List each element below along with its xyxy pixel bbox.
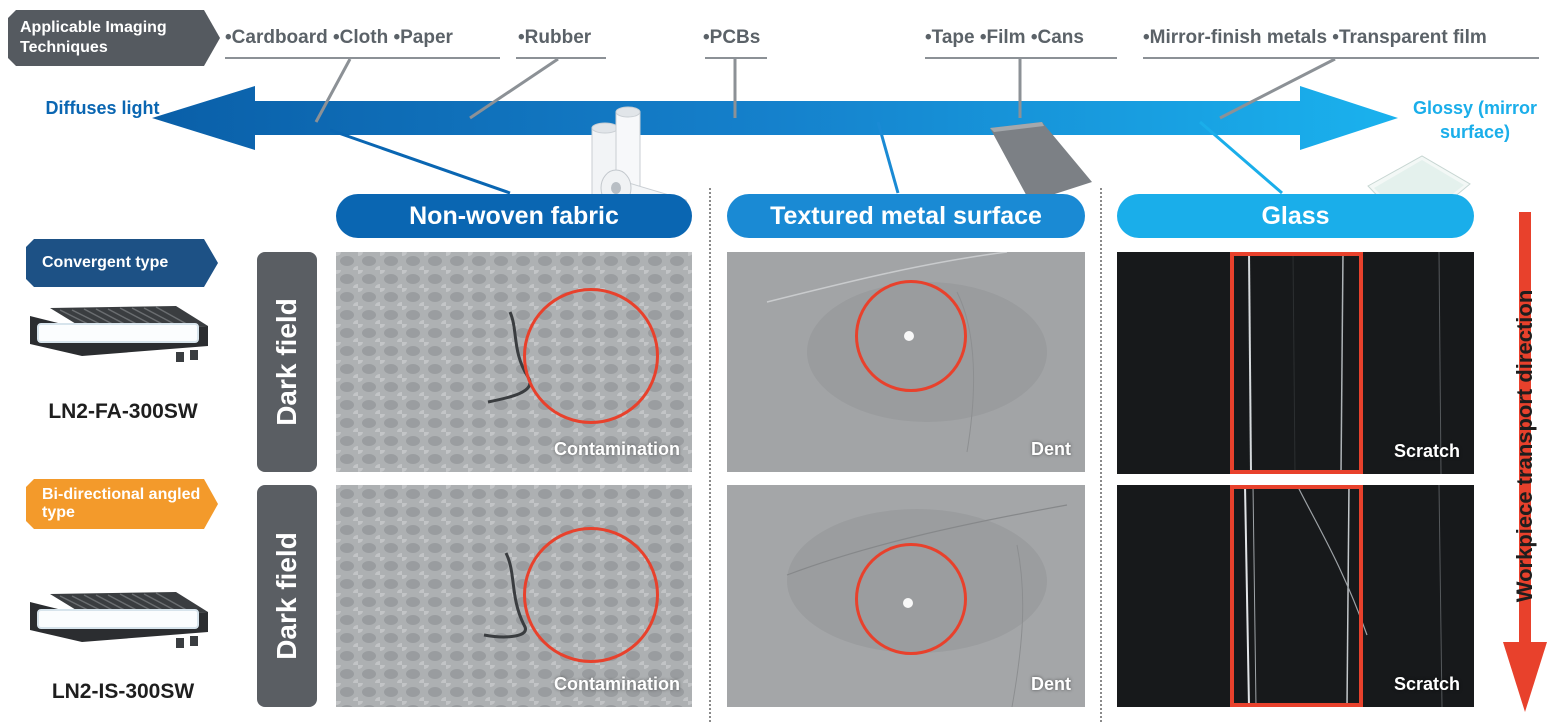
material-label-tape: •Tape •Film •Cans bbox=[925, 27, 1084, 48]
sample-image-metal: Dent bbox=[727, 252, 1085, 472]
glossy-label: Glossy (mirror surface) bbox=[1412, 98, 1538, 142]
sample-image-glass: Scratch bbox=[1117, 485, 1474, 707]
category-glass: Glass bbox=[1117, 194, 1474, 238]
sample-image-glass: Scratch bbox=[1117, 252, 1474, 474]
material-label-pcbs: •PCBs bbox=[703, 27, 761, 48]
defect-label: Scratch bbox=[1393, 674, 1460, 694]
material-label-rubber: •Rubber bbox=[518, 27, 592, 48]
sample-image-fabric: Contamination bbox=[336, 485, 692, 707]
material-underline bbox=[925, 57, 1117, 59]
transport-direction-arrow bbox=[1503, 212, 1547, 712]
defect-label: Scratch bbox=[1393, 441, 1460, 461]
material-underline bbox=[516, 57, 606, 59]
material-underline bbox=[1143, 57, 1539, 59]
techniques-badge: Applicable Imaging Techniques bbox=[8, 10, 220, 66]
column-divider bbox=[1100, 188, 1102, 722]
column-divider bbox=[709, 188, 711, 722]
illumination-label: Dark field bbox=[257, 252, 317, 472]
category-nonwoven-fabric: Non-woven fabric bbox=[336, 194, 692, 238]
material-label-cardboard: •Cardboard •Cloth •Paper bbox=[225, 27, 453, 48]
model-name: LN2-FA-300SW bbox=[48, 400, 198, 423]
metal-plate-icon bbox=[990, 122, 1092, 202]
diffuses-light-label: Diffuses light bbox=[45, 98, 160, 118]
defect-label: Dent bbox=[1031, 439, 1071, 459]
sample-image-fabric: Contamination bbox=[336, 252, 692, 472]
illumination-label: Dark field bbox=[257, 485, 317, 707]
defect-label: Contamination bbox=[554, 674, 680, 694]
category-textured-metal: Textured metal surface bbox=[727, 194, 1085, 238]
material-underline bbox=[705, 57, 767, 59]
material-underline bbox=[225, 57, 500, 59]
material-label-mirror: •Mirror-finish metals •Transparent film bbox=[1143, 27, 1487, 48]
sample-image-metal: Dent bbox=[727, 485, 1085, 707]
defect-label: Contamination bbox=[554, 439, 680, 459]
model-name: LN2-IS-300SW bbox=[51, 680, 195, 703]
transport-direction-label: Workpiece transport direction bbox=[1512, 289, 1537, 603]
type-badge-convergent: Convergent type bbox=[26, 239, 218, 287]
light-bar-product bbox=[30, 306, 208, 362]
type-badge-bidirectional: Bi-directional angled type bbox=[26, 479, 218, 529]
light-bar-product bbox=[30, 592, 208, 648]
defect-label: Dent bbox=[1031, 674, 1071, 694]
